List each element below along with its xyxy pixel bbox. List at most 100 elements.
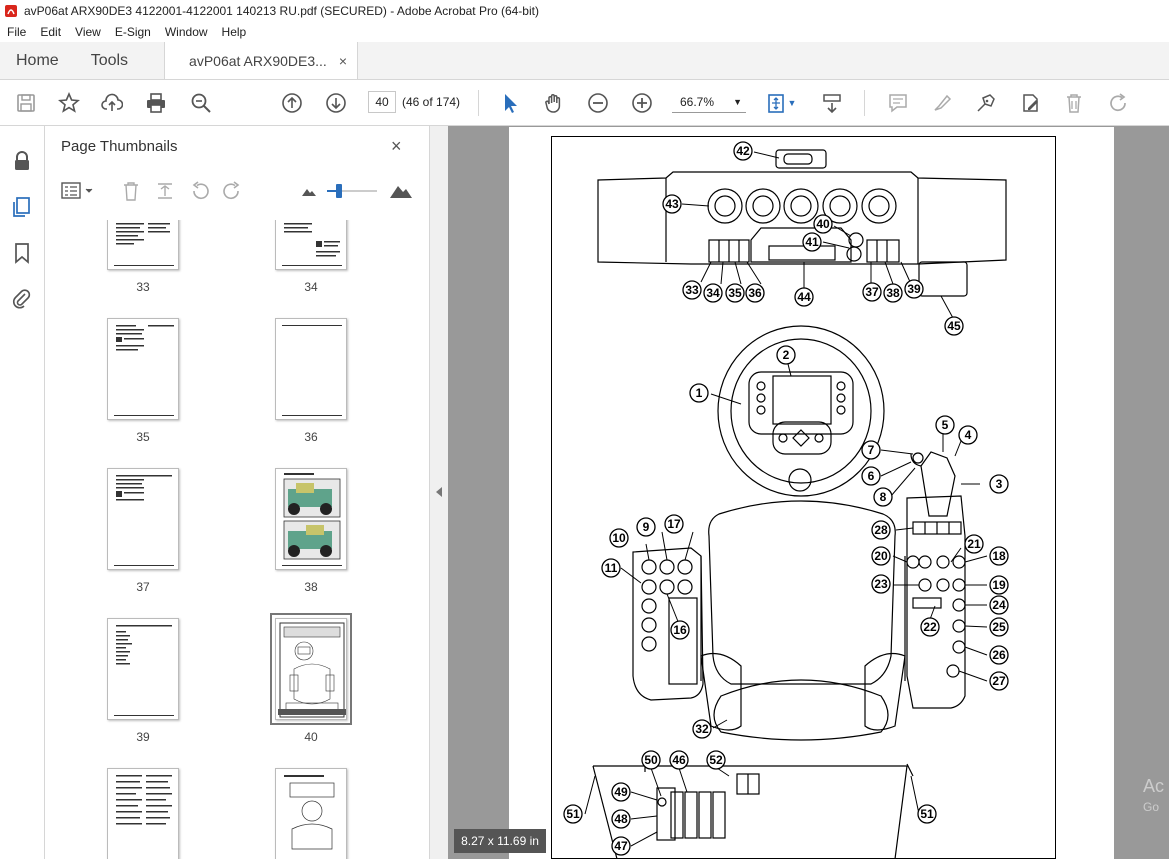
callout-39: 39 (904, 279, 924, 299)
callout-49: 49 (611, 782, 631, 802)
menu-edit[interactable]: Edit (40, 25, 62, 39)
thumbnail-page-41[interactable] (107, 768, 179, 859)
toolbar-divider-2 (864, 90, 865, 116)
thumbnail-page-40[interactable] (270, 613, 352, 725)
print-icon[interactable] (144, 91, 168, 115)
next-page-icon[interactable] (324, 91, 348, 115)
thumbnail-page-36[interactable] (275, 318, 347, 420)
callout-circle (989, 474, 1009, 494)
lock-icon[interactable] (11, 150, 33, 172)
zoom-out-icon[interactable] (586, 91, 610, 115)
callout-circle (989, 595, 1009, 615)
callout-41: 41 (802, 232, 822, 252)
hand-tool-icon[interactable] (542, 91, 566, 115)
callout-circle (611, 836, 631, 856)
callout-circle (989, 546, 1009, 566)
attachment-icon[interactable] (11, 288, 33, 310)
thumbnail-label-33: 33 (136, 280, 150, 294)
callout-circle (989, 617, 1009, 637)
callout-circle (935, 415, 955, 435)
callout-label: 34 (706, 286, 720, 300)
collapse-panel-icon[interactable] (435, 486, 443, 498)
page-thumbnails-icon[interactable] (11, 196, 33, 218)
callout-19: 19 (989, 575, 1009, 595)
fit-page-icon[interactable] (764, 91, 788, 115)
scroll-mode-icon[interactable] (820, 91, 844, 115)
callout-circle (794, 287, 814, 307)
callout-circle (904, 279, 924, 299)
thumbnail-label-36: 36 (304, 430, 318, 444)
thumbnail-page-42[interactable] (275, 768, 347, 859)
thumbnail-page-39[interactable] (107, 618, 179, 720)
large-thumbnail-icon[interactable] (389, 180, 413, 200)
cab-controls-diagram: 1234567891011161718192021222324252627283… (563, 141, 1009, 859)
callout-label: 19 (992, 578, 1006, 592)
bookmark-star-icon[interactable] (57, 91, 81, 115)
edit-document-icon[interactable] (1018, 91, 1042, 115)
callout-circle (664, 514, 684, 534)
callout-23: 23 (871, 574, 891, 594)
thumbnail-page-37[interactable] (107, 468, 179, 570)
tab-document-label: avP06at ARX90DE3... (189, 52, 327, 69)
sign-pen-icon[interactable] (974, 91, 998, 115)
callout-circle (692, 719, 712, 739)
comment-icon[interactable] (886, 91, 910, 115)
callout-circle (725, 283, 745, 303)
extract-page-icon[interactable] (155, 180, 175, 202)
callout-26: 26 (989, 645, 1009, 665)
callout-label: 27 (992, 674, 1006, 688)
callout-3: 3 (989, 474, 1009, 494)
callout-28: 28 (871, 520, 891, 540)
delete-page-icon[interactable] (121, 180, 141, 202)
callout-label: 23 (874, 577, 888, 591)
callout-label: 6 (868, 469, 875, 483)
zoom-search-icon[interactable] (189, 91, 213, 115)
fit-dropdown-icon[interactable]: ▼ (787, 98, 797, 108)
options-menu-icon[interactable] (61, 180, 97, 202)
tab-home[interactable]: Home (16, 51, 59, 69)
menu-file[interactable]: File (7, 25, 27, 39)
page-number-input[interactable]: 40 (368, 91, 396, 113)
callout-circle (964, 534, 984, 554)
delete-trash-icon[interactable] (1062, 91, 1086, 115)
callout-label: 44 (797, 290, 811, 304)
zoom-in-icon[interactable] (630, 91, 654, 115)
callout-label: 45 (947, 319, 961, 333)
tab-document[interactable]: avP06at ARX90DE3... × (164, 42, 358, 79)
tab-close-icon[interactable]: × (338, 52, 347, 69)
select-cursor-icon[interactable] (498, 91, 522, 115)
callout-label: 35 (728, 286, 742, 300)
callout-label: 22 (923, 620, 937, 634)
thumbnail-page-33[interactable] (107, 220, 179, 270)
thumbnail-page-35[interactable] (107, 318, 179, 420)
save-icon[interactable] (14, 91, 38, 115)
rotate-left-icon[interactable] (189, 180, 211, 202)
menu-esign[interactable]: E-Sign (114, 25, 151, 39)
rotate-right-icon[interactable] (221, 180, 243, 202)
tab-tools[interactable]: Tools (90, 51, 129, 69)
callout-circle (883, 283, 903, 303)
callout-33: 33 (682, 280, 702, 300)
title-bar: avP06at ARX90DE3 4122001-4122001 140213 … (0, 0, 1169, 22)
prev-page-icon[interactable] (280, 91, 304, 115)
callout-circle (871, 546, 891, 566)
callout-label: 36 (748, 286, 762, 300)
bookmark-icon[interactable] (11, 242, 33, 264)
callout-7: 7 (861, 440, 881, 460)
panel-splitter[interactable] (430, 126, 448, 859)
upload-cloud-icon[interactable] (100, 91, 124, 115)
menu-help[interactable]: Help (221, 25, 247, 39)
thumbnail-page-38[interactable] (275, 468, 347, 570)
redo-icon[interactable] (1106, 91, 1130, 115)
thumbnail-size-slider[interactable] (327, 180, 379, 202)
panel-close-icon[interactable]: × (391, 136, 402, 156)
zoom-select[interactable]: 66.7% ▼ (672, 91, 746, 113)
highlight-pen-icon[interactable] (930, 91, 954, 115)
callout-48: 48 (611, 809, 631, 829)
callout-label: 4 (965, 428, 972, 442)
menu-view[interactable]: View (75, 25, 101, 39)
small-thumbnail-icon[interactable] (301, 184, 317, 198)
thumbnail-page-34[interactable] (275, 220, 347, 270)
callout-45: 45 (944, 316, 964, 336)
menu-window[interactable]: Window (164, 25, 208, 39)
